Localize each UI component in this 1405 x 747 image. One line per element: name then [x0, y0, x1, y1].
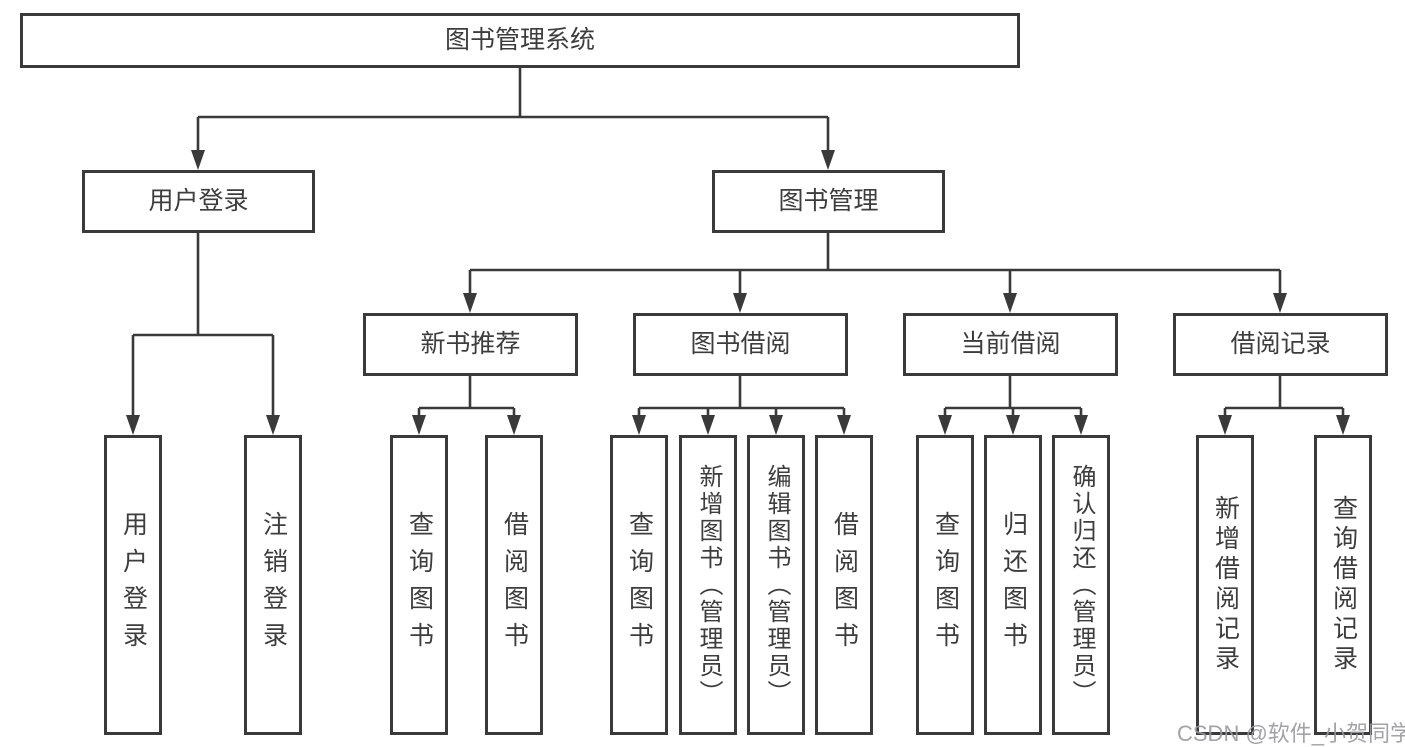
csdn-watermark: CSDN @软件_小贺同学	[1177, 721, 1405, 746]
leaf-query-books-current-label: 查询图书	[931, 511, 960, 659]
leaf-add-borrow-record-label: 新增借阅记录	[1211, 495, 1240, 675]
node-user-login-branch: 用户登录	[82, 170, 315, 233]
leaf-query-books-borrowing: 查询图书	[610, 435, 668, 735]
leaf-return-book: 归还图书	[984, 435, 1042, 735]
node-book-management-label: 图书管理	[778, 187, 879, 215]
leaf-query-books-current: 查询图书	[916, 435, 974, 735]
leaf-borrow-books-borrowing-label: 借阅图书	[830, 511, 859, 659]
leaf-edit-book-admin: 编辑图书（管理员）	[747, 435, 805, 735]
leaf-user-login: 用户登录	[104, 435, 162, 735]
leaf-confirm-return-admin: 确认归还（管理员）	[1052, 435, 1110, 735]
node-borrowing-records-label: 借阅记录	[1230, 330, 1331, 358]
leaf-query-books-recommend: 查询图书	[390, 435, 448, 735]
leaf-confirm-return-admin-label: 确认归还（管理员）	[1068, 463, 1095, 707]
node-system-root: 图书管理系统	[20, 13, 1020, 68]
leaf-borrow-books-borrowing: 借阅图书	[815, 435, 873, 735]
leaf-edit-book-admin-label: 编辑图书（管理员）	[763, 463, 790, 707]
node-current-borrowing-label: 当前借阅	[960, 330, 1061, 358]
leaf-return-book-label: 归还图书	[999, 511, 1028, 659]
node-book-management: 图书管理	[712, 170, 945, 233]
leaf-add-borrow-record: 新增借阅记录	[1196, 435, 1254, 735]
leaf-query-borrow-record-label: 查询借阅记录	[1329, 495, 1358, 675]
leaf-query-books-borrowing-label: 查询图书	[625, 511, 654, 659]
leaf-query-books-recommend-label: 查询图书	[405, 511, 434, 659]
node-system-root-label: 图书管理系统	[444, 26, 595, 54]
node-new-book-recommend-label: 新书推荐	[420, 330, 521, 358]
leaf-add-book-admin-label: 新增图书（管理员）	[695, 463, 722, 707]
leaf-borrow-books-recommend-label: 借阅图书	[500, 511, 529, 659]
node-book-borrowing-label: 图书借阅	[690, 330, 791, 358]
leaf-user-login-label: 用户登录	[119, 511, 148, 659]
leaf-borrow-books-recommend: 借阅图书	[485, 435, 543, 735]
leaf-logout-login: 注销登录	[244, 435, 302, 735]
node-book-borrowing: 图书借阅	[633, 313, 848, 376]
node-current-borrowing: 当前借阅	[903, 313, 1118, 376]
node-new-book-recommend: 新书推荐	[363, 313, 578, 376]
node-user-login-branch-label: 用户登录	[148, 187, 249, 215]
leaf-query-borrow-record: 查询借阅记录	[1314, 435, 1372, 735]
leaf-logout-login-label: 注销登录	[259, 511, 288, 659]
node-borrowing-records: 借阅记录	[1173, 313, 1388, 376]
leaf-add-book-admin: 新增图书（管理员）	[679, 435, 737, 735]
